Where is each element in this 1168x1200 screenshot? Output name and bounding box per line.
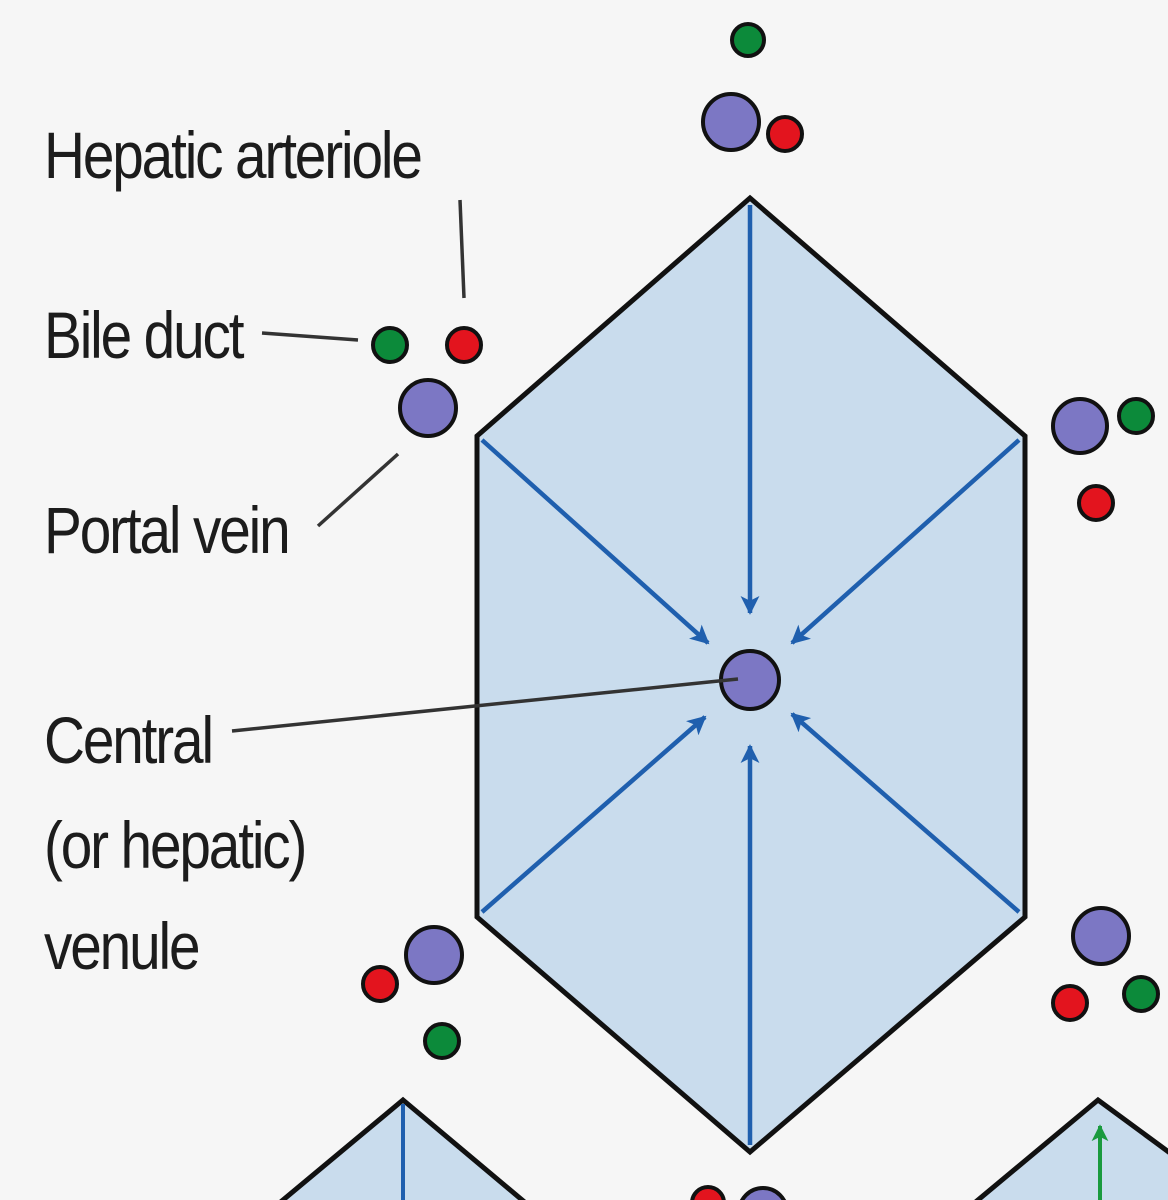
portal-triad-top [701, 22, 804, 153]
flow-arrow-top-right [790, 438, 1021, 645]
portal-vein-icon [739, 1186, 787, 1200]
hepatic-arteriole-icon [766, 115, 804, 153]
portal-vein-icon [1071, 906, 1131, 966]
hepatic-arteriole-icon [1051, 984, 1089, 1022]
leader-central-venule [231, 677, 739, 733]
portal-vein-icon [398, 378, 458, 438]
hepatic-arteriole-icon [445, 326, 483, 364]
bile-duct-icon [730, 22, 766, 58]
portal-vein-icon [404, 925, 464, 985]
label-central-venule-line2: (or hepatic) [44, 808, 307, 882]
hepatic-arteriole-icon [690, 1185, 726, 1200]
portal-vein-icon [701, 92, 761, 152]
leader-bile-duct [261, 331, 359, 342]
portal-triad-lower-right [1051, 906, 1160, 1022]
flow-arrow-top-left [480, 438, 710, 645]
hepatic-arteriole-icon [1077, 484, 1115, 522]
flow-arrows [480, 205, 1021, 1145]
portal-triad-bottom [690, 1185, 787, 1200]
bile-duct-icon [371, 326, 409, 364]
label-central-venule-line1: Central [44, 703, 214, 777]
bile-duct-icon [423, 1022, 461, 1060]
portal-vein-icon [1051, 397, 1109, 455]
leader-lines [231, 199, 739, 733]
label-hepatic-arteriole: Hepatic arteriole [44, 118, 423, 192]
adjacent-lobule-right [974, 1096, 1168, 1200]
bile-duct-icon [1122, 975, 1160, 1013]
leader-hepatic-arteriole [458, 199, 466, 299]
flow-arrow-bottom-right [790, 712, 1021, 914]
label-bile-duct: Bile duct [44, 298, 244, 372]
label-central-venule-line3: venule [44, 909, 201, 983]
hepatic-arteriole-icon [361, 965, 399, 1003]
leader-portal-vein [316, 452, 400, 528]
portal-triad-upper-right [1051, 397, 1155, 522]
portal-triad-lower-left [361, 925, 464, 1060]
flow-arrow-bottom-left [480, 715, 707, 914]
portal-triad-upper-left [371, 326, 483, 438]
bile-duct-icon [1117, 397, 1155, 435]
label-portal-vein: Portal vein [44, 493, 291, 567]
